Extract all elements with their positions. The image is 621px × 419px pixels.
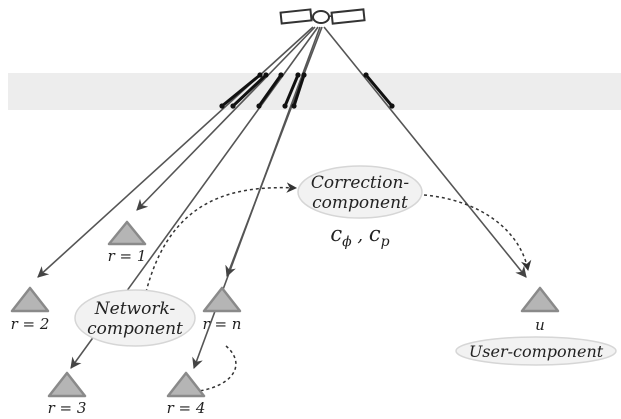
ray-rn xyxy=(225,26,323,278)
atmosphere-layer xyxy=(8,73,621,110)
correction-formula: cϕ , cp xyxy=(330,222,389,250)
network-component-line1: Network- xyxy=(94,299,176,319)
ray-r1 xyxy=(136,26,316,211)
receiver-r1-icon xyxy=(107,220,147,246)
signal-rays xyxy=(37,26,527,370)
pierce-points xyxy=(219,72,395,109)
flow-correction-to-user xyxy=(423,194,532,272)
ray-r2 xyxy=(37,26,314,278)
user-component-label: User-component xyxy=(469,342,604,361)
network-component-line2: component xyxy=(87,319,183,339)
receiver-label-r1: r = 1 xyxy=(108,247,147,265)
dashed-flows xyxy=(145,182,532,393)
flow-rn-to-r4 xyxy=(191,345,237,393)
receiver-u-icon xyxy=(520,286,560,313)
receiver-r3-icon xyxy=(47,371,87,398)
user-component-bubble xyxy=(455,336,617,366)
flow-network-to-correction xyxy=(145,182,298,293)
correction-component-bubble xyxy=(297,165,423,219)
network-component-bubble xyxy=(74,289,196,347)
receiver-label-r3: r = 3 xyxy=(48,399,87,417)
receiver-label-rn: r = n xyxy=(203,315,242,333)
layer-crossings xyxy=(221,73,394,108)
receiver-r4-icon xyxy=(166,371,206,398)
correction-component-line2: component xyxy=(312,193,408,213)
receiver-triangles xyxy=(10,220,560,398)
satellite-icon xyxy=(279,8,366,25)
receiver-rn-icon xyxy=(202,286,242,313)
ray-u xyxy=(323,26,527,278)
correction-component-line1: Correction- xyxy=(311,173,410,193)
receiver-label-u: u xyxy=(535,316,545,334)
receiver-label-r4: r = 4 xyxy=(167,399,206,417)
receiver-r2-icon xyxy=(10,286,50,313)
receiver-label-r2: r = 2 xyxy=(11,315,50,333)
